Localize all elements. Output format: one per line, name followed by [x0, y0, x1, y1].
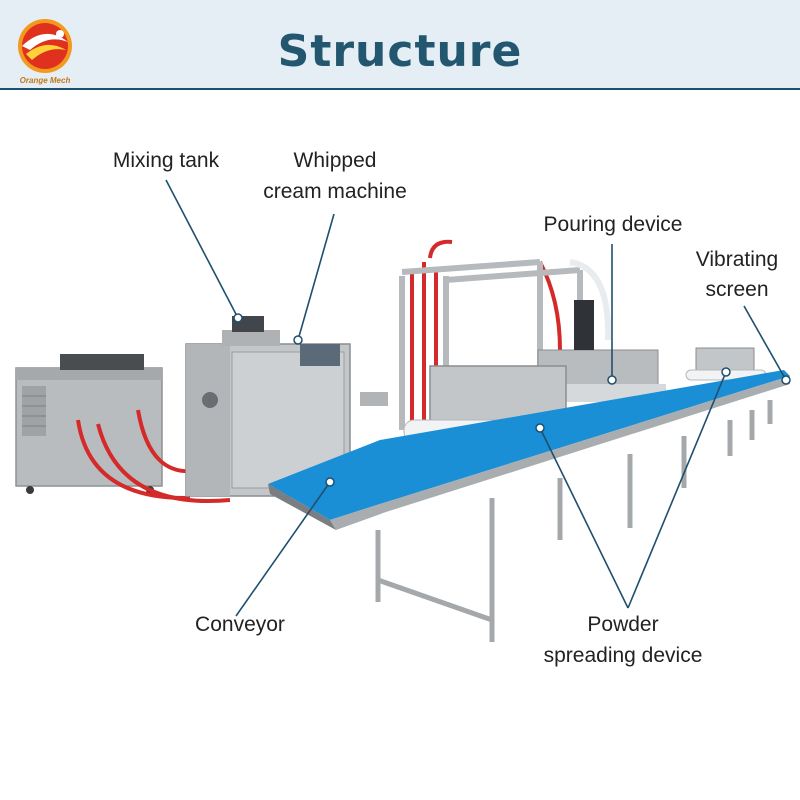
chiller-unit: [15, 354, 163, 494]
conveyor-belt: [268, 370, 790, 530]
leader-lines: [165, 179, 787, 617]
page-title: Structure: [277, 26, 523, 77]
pouring-device-gantry: [399, 259, 583, 430]
label-conveyor: Conveyor: [195, 613, 285, 636]
label-pouring-device: Pouring device: [543, 213, 683, 236]
label-powder-line2: spreading device: [543, 644, 703, 667]
label-vibrating-line2: screen: [705, 278, 769, 301]
label-whipped-line1: Whipped: [293, 149, 377, 172]
whipped-cream-machine-body: [185, 316, 388, 497]
header-divider: [0, 88, 800, 90]
logo-text: Orange Mech: [19, 76, 71, 85]
leader-dots: [233, 313, 791, 487]
label-vibrating-line1: Vibrating: [695, 248, 779, 271]
conveyor-legs: [375, 400, 773, 642]
label-whipped-line2: cream machine: [263, 180, 407, 203]
label-mixing-tank: Mixing tank: [112, 149, 220, 172]
label-powder-line1: Powder: [587, 613, 659, 636]
header-bar: [0, 0, 800, 90]
orange-mech-logo-icon: [18, 19, 72, 73]
